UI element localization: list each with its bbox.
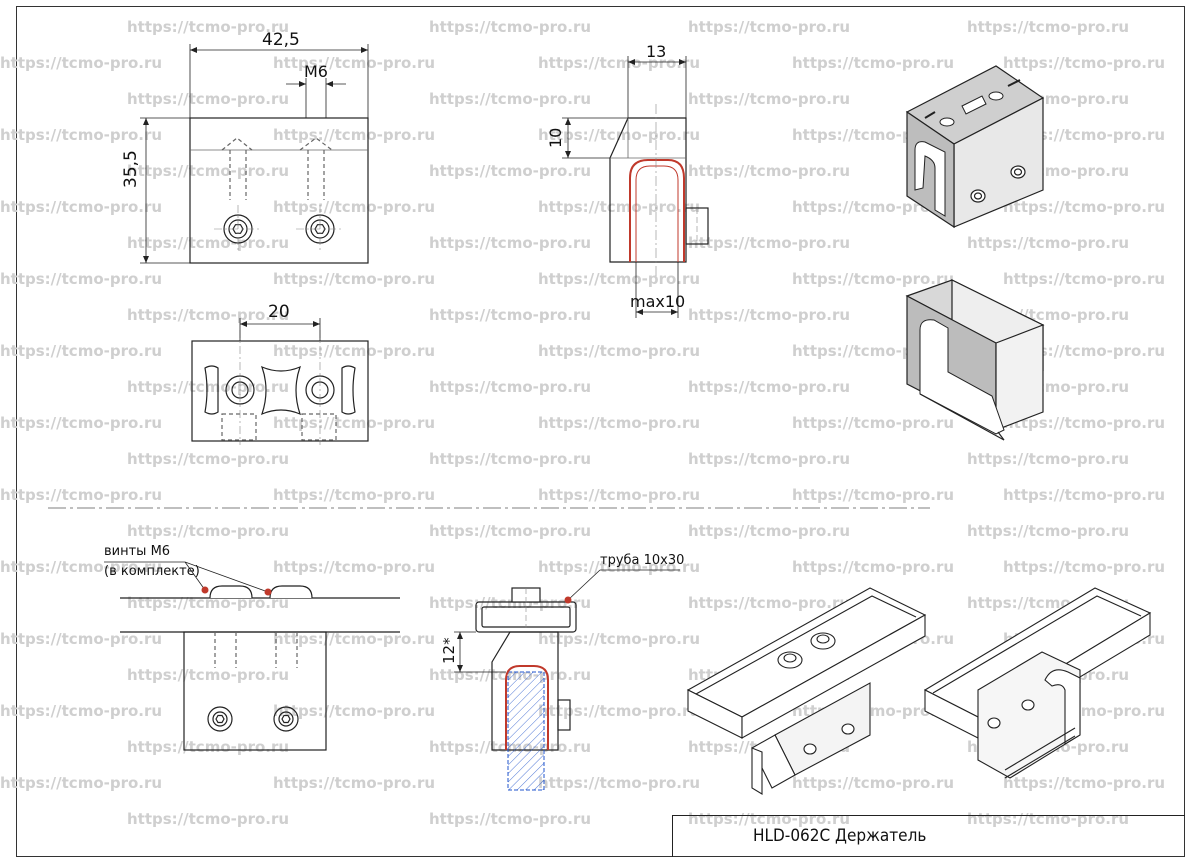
top-view [191, 330, 369, 445]
screws-callout-line1: винты M6 [104, 544, 171, 559]
dim-side-width-label: 13 [646, 42, 667, 61]
front-view-dimensions [140, 44, 369, 264]
dim-offset-label: 12* [440, 637, 458, 664]
tube-leader [564, 569, 680, 604]
dim-thread-label: M6 [304, 62, 328, 81]
side-view [609, 104, 709, 276]
drawing-frame [16, 6, 1185, 857]
assembly-front-view [120, 585, 400, 751]
screws-leader [104, 561, 272, 596]
dim-side-top-label: 10 [546, 127, 565, 148]
assembly-side-view [475, 587, 577, 791]
screws-callout-line2: (в комплекте) [104, 564, 200, 579]
iso-view-bottom [905, 279, 1045, 441]
title-block: HLD-062C Держатель [672, 815, 1185, 857]
assembly-side-dimensions [454, 631, 506, 673]
dim-height-label: 35,5 [121, 150, 141, 188]
dim-glass-max-label: max10 [630, 292, 686, 311]
iso-assembly-2 [923, 587, 1152, 779]
tube-callout: труба 10x30 [600, 553, 685, 568]
drawing-title: HLD-062C Держатель [753, 826, 927, 846]
iso-assembly-1 [686, 587, 927, 795]
dim-width-label: 42,5 [262, 30, 300, 50]
front-view [189, 117, 369, 264]
iso-view-top [905, 65, 1045, 229]
dim-hole-spacing-label: 20 [268, 302, 290, 322]
side-view-dimensions [562, 56, 687, 318]
top-view-dimensions [239, 318, 321, 341]
